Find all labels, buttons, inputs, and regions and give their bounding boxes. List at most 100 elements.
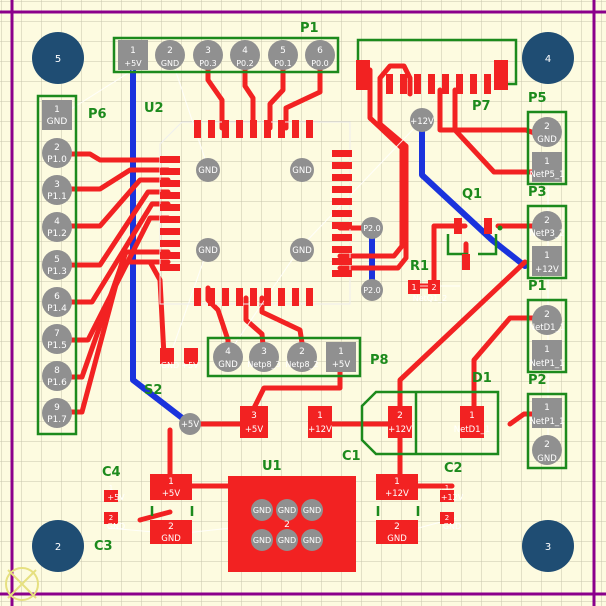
transistor-q1[interactable]: Q1 [446,187,503,270]
pin-net: +12V [535,265,559,275]
diode-d1[interactable]: D1 2 +12V 1 NetD1_1 [360,371,500,456]
p1-pin-4[interactable]: 4 P0.2 [230,40,260,70]
u2-gnd-via-2[interactable]: GND [290,158,314,182]
p6-pin-7[interactable]: 7 P1.5 [42,324,72,354]
p8-pin-3[interactable]: 3 Netp8_3 [247,342,281,372]
p6-pin-2[interactable]: 2 P1.0 [42,138,72,168]
connector-p7[interactable]: P7 +12V [356,38,518,132]
pin-net: NetD1_1 [454,425,491,435]
c1-pin-1[interactable]: 1 +12V [308,406,332,438]
connector-p2[interactable]: P2 1 NetP1_1 2 GND [526,373,568,470]
p2-0-via-2[interactable]: P2.0 [361,279,383,301]
capacitor-c4[interactable]: C4 1 +5V [102,465,125,502]
p1-pin-5[interactable]: 5 P0.1 [268,40,298,70]
p1-pin-2[interactable]: 2 GND [155,40,185,70]
via-net: GND [278,536,296,545]
p1r-pin-2[interactable]: 2 NetD1_1 [529,305,566,335]
capacitor-c3[interactable]: 2 GND C3 [94,512,125,554]
connector-p1[interactable]: P1 1 +5V 2 GND 3 P0.3 4 P0.2 5 P0.1 6 [112,21,340,74]
s2-pad-2-net: +5V [181,361,199,370]
p3-pin-1[interactable]: 1 +12V [532,246,562,276]
p2-pin-2[interactable]: 2 GND [532,435,562,465]
p6-designator: P6 [88,107,107,122]
p7-12v-via[interactable]: +12V [410,108,434,132]
pin-net: +5V [162,489,181,499]
pin-number: 5 [54,255,60,265]
c4-designator: C4 [102,465,121,480]
p1-pin-6[interactable]: 6 P0.0 [305,40,335,70]
u1-output-cap[interactable]: 1 +12V 2 GND [376,474,420,544]
u1-input-pad-1 [150,474,192,500]
pin-net: +12V [388,425,412,435]
p8-silkscreen [206,336,362,378]
p8-pin-1[interactable]: 1 +5V [326,342,356,372]
u2-gnd-via-4[interactable]: GND [290,238,314,262]
u1-output-silkscreen [376,506,420,516]
pin-net: P0.2 [236,59,254,68]
p2-0-via-1[interactable]: P2.0 [361,217,383,239]
p6-pin-8[interactable]: 8 P1.6 [42,361,72,391]
u2-gnd-via-3[interactable]: GND [196,238,220,262]
via-5v[interactable]: +5V [179,413,201,435]
pin-net: GND [537,454,557,464]
switch-s2[interactable]: GND +5V S2 [144,348,199,398]
u1-pad-2: GND [276,499,298,521]
c3-designator: C3 [94,539,113,554]
p1-pin-3[interactable]: 3 P0.3 [193,40,223,70]
p1r-pin-1[interactable]: 1 NetP1_1 [529,340,565,370]
via-net: GND [303,506,321,515]
connector-p6[interactable]: P6 1 GND 2 P1.0 3 P1.1 4 P1.2 5 P1.3 [36,94,107,436]
resistor-r1[interactable]: R1 1 2 NetQ1_2 P2.0 P2.0 [361,217,447,303]
mount-hole-bottom-right: 3 [522,520,574,572]
pin-number: 1 [445,484,449,492]
p8-pin-2[interactable]: 2 Netp8_2 [285,342,319,372]
pin-net: NetP3_2 [529,229,564,239]
via-net: +12V [410,117,434,127]
pin-number: 6 [317,46,323,56]
pin-number: 2 [431,283,436,292]
u1-pad-5: GND [276,529,298,551]
u2-gnd-via-1[interactable]: GND [196,158,220,182]
p8-pin-4[interactable]: 4 GND [213,342,243,372]
connector-p3[interactable]: P3 2 NetP3_2 1 +12V [526,185,568,280]
q1-silkscreen [446,234,498,256]
p6-pin-6[interactable]: 6 P1.4 [42,287,72,317]
u2-right-pads [332,150,352,277]
p5-pin-2[interactable]: 2 GND [532,117,562,147]
p1-silkscreen [112,36,340,74]
capacitor-c1[interactable]: C1 1 +12V 3 +5V [240,406,361,464]
u1-output-pad-1 [376,474,418,500]
p6-pin-4[interactable]: 4 P1.2 [42,212,72,242]
pin-net: P0.3 [199,59,217,68]
pin-number: 4 [54,217,60,227]
connector-p1-right[interactable]: P1 2 NetD1_1 1 NetP1_1 [526,279,568,374]
connector-p5[interactable]: P5 2 GND 1 NetP5_1 [526,91,568,186]
p2-pin-1[interactable]: 1 NetP1_1 [529,398,565,428]
u1-input-cap[interactable]: 1 +5V 2 GND [150,474,194,544]
p3-pin-2[interactable]: 2 NetP3_2 [529,211,565,241]
capacitor-c2[interactable]: C2 1 +12V 2 GND [440,461,464,531]
regulator-u1[interactable]: U1 GND GND GND GND GND GND 2 [228,459,356,572]
d1-pin-1[interactable]: 1 NetD1_1 [454,406,491,438]
p5-pin-1[interactable]: 1 NetP5_1 [529,152,565,182]
pin-number: 2 [544,310,550,320]
p6-silkscreen [36,94,78,436]
p5-silkscreen [526,110,568,186]
pin-number: 8 [54,366,60,376]
d1-pin-2[interactable]: 2 +12V [388,406,412,438]
c1-pin-2[interactable]: 3 +5V [240,406,268,438]
pin-number: 2 [445,514,449,522]
p1-pin-1[interactable]: 1 +5V [118,40,148,70]
pin-net: GND [161,534,181,544]
pin-net: +5V [332,360,351,370]
pin-number: 1 [130,46,136,56]
p8-designator: P8 [370,353,389,368]
ic-u2[interactable]: U2 [144,101,352,306]
p6-pin-5[interactable]: 5 P1.3 [42,250,72,280]
mount-hole-top-right: 4 [522,32,574,84]
p6-pin-1[interactable]: 1 GND [42,100,72,130]
connector-p8[interactable]: P8 4 GND 3 Netp8_3 2 Netp8_2 1 +5V [206,336,389,378]
origin-marker [5,567,39,601]
p6-pin-3[interactable]: 3 P1.1 [42,175,72,205]
p6-pin-9[interactable]: 9 P1.7 [42,398,72,428]
